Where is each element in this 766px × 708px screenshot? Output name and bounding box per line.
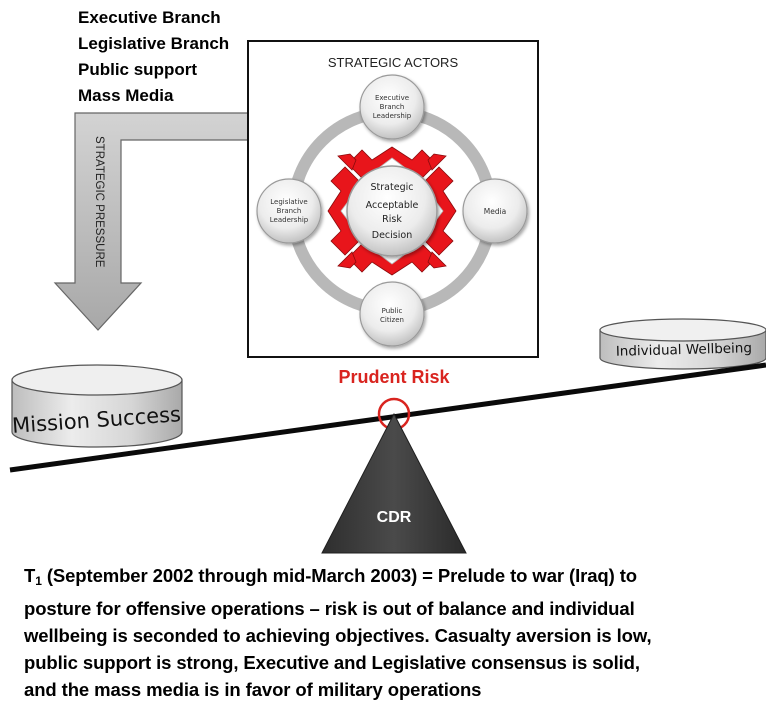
strategic-pressure-arrow: STRATEGIC PRESSURE	[53, 112, 251, 331]
pressure-source-media: Mass Media	[78, 86, 174, 105]
media-node: Media	[462, 178, 528, 244]
strategic-risk-diagram: Executive Branch Legislative Branch Publ…	[9, 8, 766, 554]
pressure-sources-list: Executive Branch Legislative Branch Publ…	[78, 8, 229, 105]
prudent-risk-label: Prudent Risk	[338, 367, 450, 387]
caption-line-4: public support is strong, Executive and …	[24, 652, 640, 673]
caption-line-1: T1 (September 2002 through mid-March 200…	[24, 562, 764, 595]
legislative-leadership-node: Legislative Branch Leadership	[256, 178, 322, 244]
executive-leadership-node: Executive Branch Leadership	[359, 74, 425, 140]
caption-line-5: and the mass media is in favor of milita…	[24, 679, 482, 700]
individual-wellbeing-label: Individual Wellbeing	[616, 340, 753, 360]
center-line-3: Risk	[382, 214, 402, 225]
executive-node-line-3: Leadership	[373, 112, 412, 120]
strategic-actors-title: STRATEGIC ACTORS	[328, 55, 459, 70]
caption-line-3: wellbeing is seconded to achieving objec…	[24, 625, 652, 646]
caption-period-symbol: T	[24, 565, 36, 586]
center-line-2: Acceptable	[366, 200, 419, 211]
media-node-line-1: Media	[484, 207, 507, 216]
public-node-line-1: Public	[382, 307, 403, 315]
public-citizen-node: Public Citizen	[359, 281, 425, 347]
legislative-node-line-2: Branch	[277, 207, 302, 215]
caption-line-1-text: (September 2002 through mid-March 2003) …	[41, 565, 637, 586]
caption-line-2: posture for offensive operations – risk …	[24, 598, 635, 619]
balance-beam	[9, 362, 766, 473]
caption: T1 (September 2002 through mid-March 200…	[24, 562, 764, 702]
center-line-4: Decision	[372, 230, 412, 241]
public-node-line-2: Citizen	[380, 316, 404, 324]
center-decision-node: Strategic Acceptable Risk Decision	[346, 165, 438, 257]
cdr-label: CDR	[377, 509, 412, 526]
center-line-1: Strategic	[371, 182, 414, 193]
legislative-node-line-1: Legislative	[270, 198, 308, 206]
executive-node-line-2: Branch	[380, 103, 405, 111]
pressure-source-public: Public support	[78, 60, 197, 79]
caption-period-subscript: 1	[35, 574, 42, 588]
pressure-source-legislative: Legislative Branch	[78, 34, 229, 53]
executive-node-line-1: Executive	[375, 94, 409, 102]
cdr-pivot: CDR	[321, 412, 467, 554]
strategic-actors-panel: STRATEGIC ACTORS Strategic Acceptable Ri…	[247, 40, 539, 358]
strategic-pressure-label: STRATEGIC PRESSURE	[93, 136, 105, 268]
mission-success-weight: Mission Success	[11, 364, 183, 448]
individual-wellbeing-weight: Individual Wellbeing	[599, 318, 766, 370]
legislative-node-line-3: Leadership	[270, 216, 309, 224]
pressure-source-executive: Executive Branch	[78, 8, 221, 27]
